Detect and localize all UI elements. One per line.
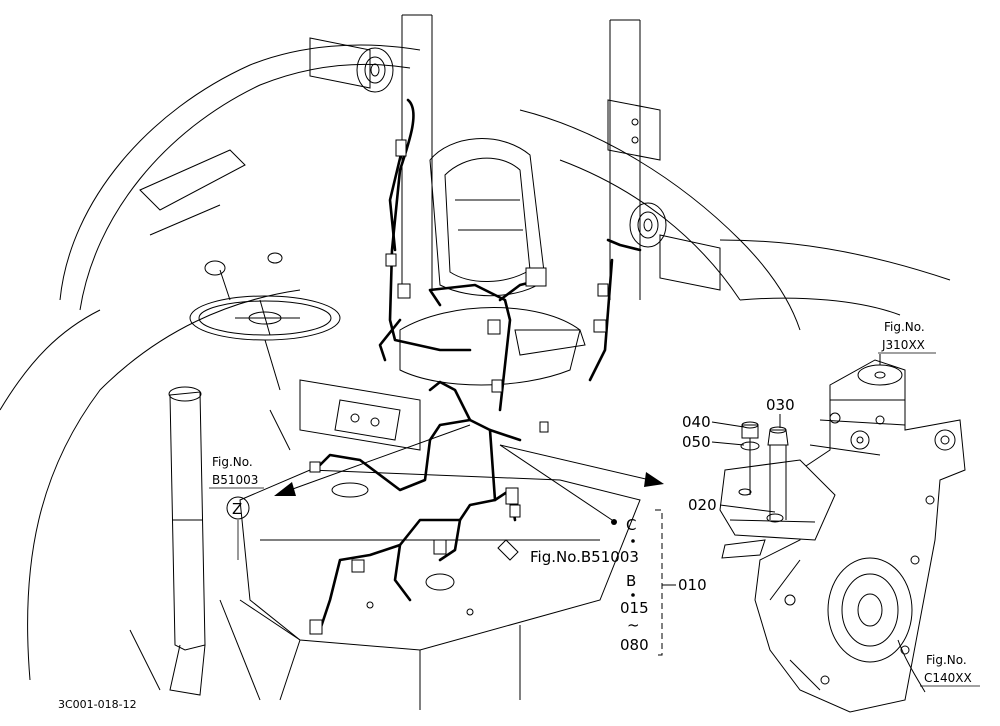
part-number-020: 020 (688, 496, 717, 514)
range-group-010: C Fig.No.B51003 B 015 ~ 080 (530, 516, 649, 654)
fig-no-prefix-j310: Fig.No. (884, 320, 925, 334)
part-number-050: 050 (682, 433, 711, 451)
callout-fig-b51003-left: Fig.No. B51003 Z (209, 455, 264, 520)
hydraulic-assembly-illustration (719, 359, 966, 713)
part-number-010: 010 (678, 576, 707, 594)
range-letter-c: C (626, 516, 636, 534)
fig-code-c140xx: C140XX (924, 671, 972, 685)
fig-no-prefix-c140: Fig.No. (926, 653, 967, 667)
fig-no-prefix-left: Fig.No. (212, 455, 253, 469)
part-number-040: 040 (682, 413, 711, 431)
callout-fig-j310xx: Fig.No. J310XX (878, 320, 936, 354)
zone-marker-z: Z (232, 500, 242, 518)
fig-code-j310xx: J310XX (881, 338, 925, 352)
fig-code-b51003-left: B51003 (212, 473, 258, 487)
range-letter-b: B (626, 572, 636, 590)
range-tilde: ~ (627, 616, 640, 634)
callout-fig-c140xx: Fig.No. C140XX (920, 653, 980, 687)
range-to-080: 080 (620, 636, 649, 654)
fig-no-b51003-center: Fig.No.B51003 (530, 548, 639, 566)
range-from-015: 015 (620, 599, 649, 617)
wiring-harness (309, 98, 642, 635)
leader-lines (237, 354, 926, 693)
diagram-reference-code: 3C001-018-12 (58, 698, 137, 711)
part-number-030: 030 (766, 396, 795, 414)
